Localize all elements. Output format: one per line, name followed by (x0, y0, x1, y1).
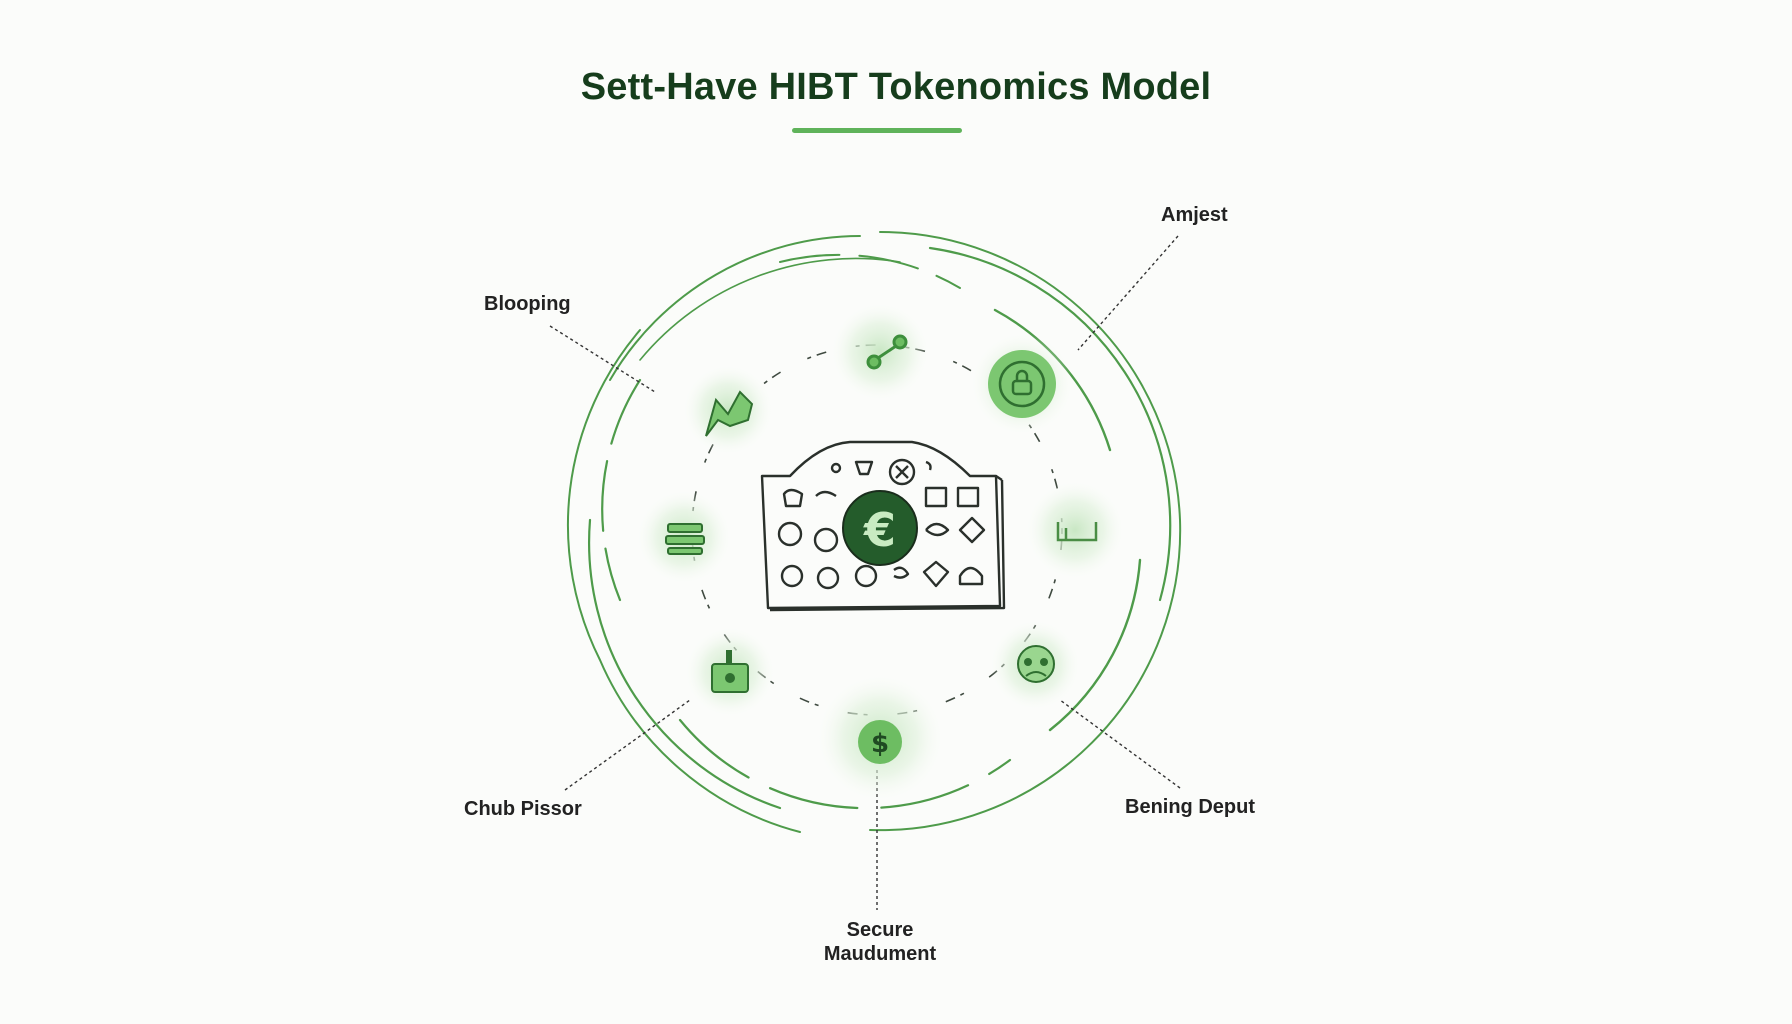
ring-inner-5 (779, 253, 961, 289)
diagram-title: Sett-Have HIBT Tokenomics Model (580, 66, 1212, 108)
connector-bottom-right (1059, 699, 1181, 789)
dollar-symbol: $ (871, 729, 889, 759)
ring-inner-2 (1048, 558, 1142, 732)
ring-outer-2 (566, 329, 801, 833)
connector-lines (549, 235, 1181, 910)
connector-top-left (549, 325, 656, 393)
callout-bottom-right: Bening Deput (1125, 796, 1255, 818)
ring-inner-3 (601, 378, 642, 602)
callout-top-right: Amjest (1161, 204, 1228, 226)
dollar-node-icon: $ (858, 720, 902, 764)
stack-node-icon (665, 523, 705, 555)
callout-bottom-line1: Secure (846, 919, 914, 941)
ring-outer-3 (609, 235, 861, 381)
euro-symbol: € (863, 503, 896, 557)
token-wallet-icon (760, 440, 1006, 612)
connector-top-right (1077, 235, 1179, 351)
ring-mid-3 (639, 257, 901, 361)
ring-outer-1 (869, 230, 1182, 832)
outer-rings (566, 230, 1182, 833)
callout-top-left: Blooping (484, 293, 571, 315)
chart-node-icon (705, 390, 754, 437)
lock-node-icon (988, 350, 1056, 418)
connector-bottom-left (564, 699, 691, 791)
bracket-node-icon (1056, 522, 1098, 542)
node-glows (638, 304, 1123, 800)
title-underline (792, 128, 962, 133)
link-node-icon (866, 334, 908, 370)
ring-mid-2 (588, 518, 782, 810)
callout-bottom-left: Chub Pissor (464, 798, 582, 820)
group-node-icon (1017, 645, 1055, 683)
vault-node-icon (711, 650, 749, 693)
euro-coin-icon: € (842, 490, 918, 566)
ring-inner-4 (678, 718, 1012, 810)
callout-bottom-line2: Maudument (823, 943, 937, 965)
callout-bottom: Secure Maudument (796, 918, 964, 966)
ring-mid-1 (928, 246, 1172, 602)
